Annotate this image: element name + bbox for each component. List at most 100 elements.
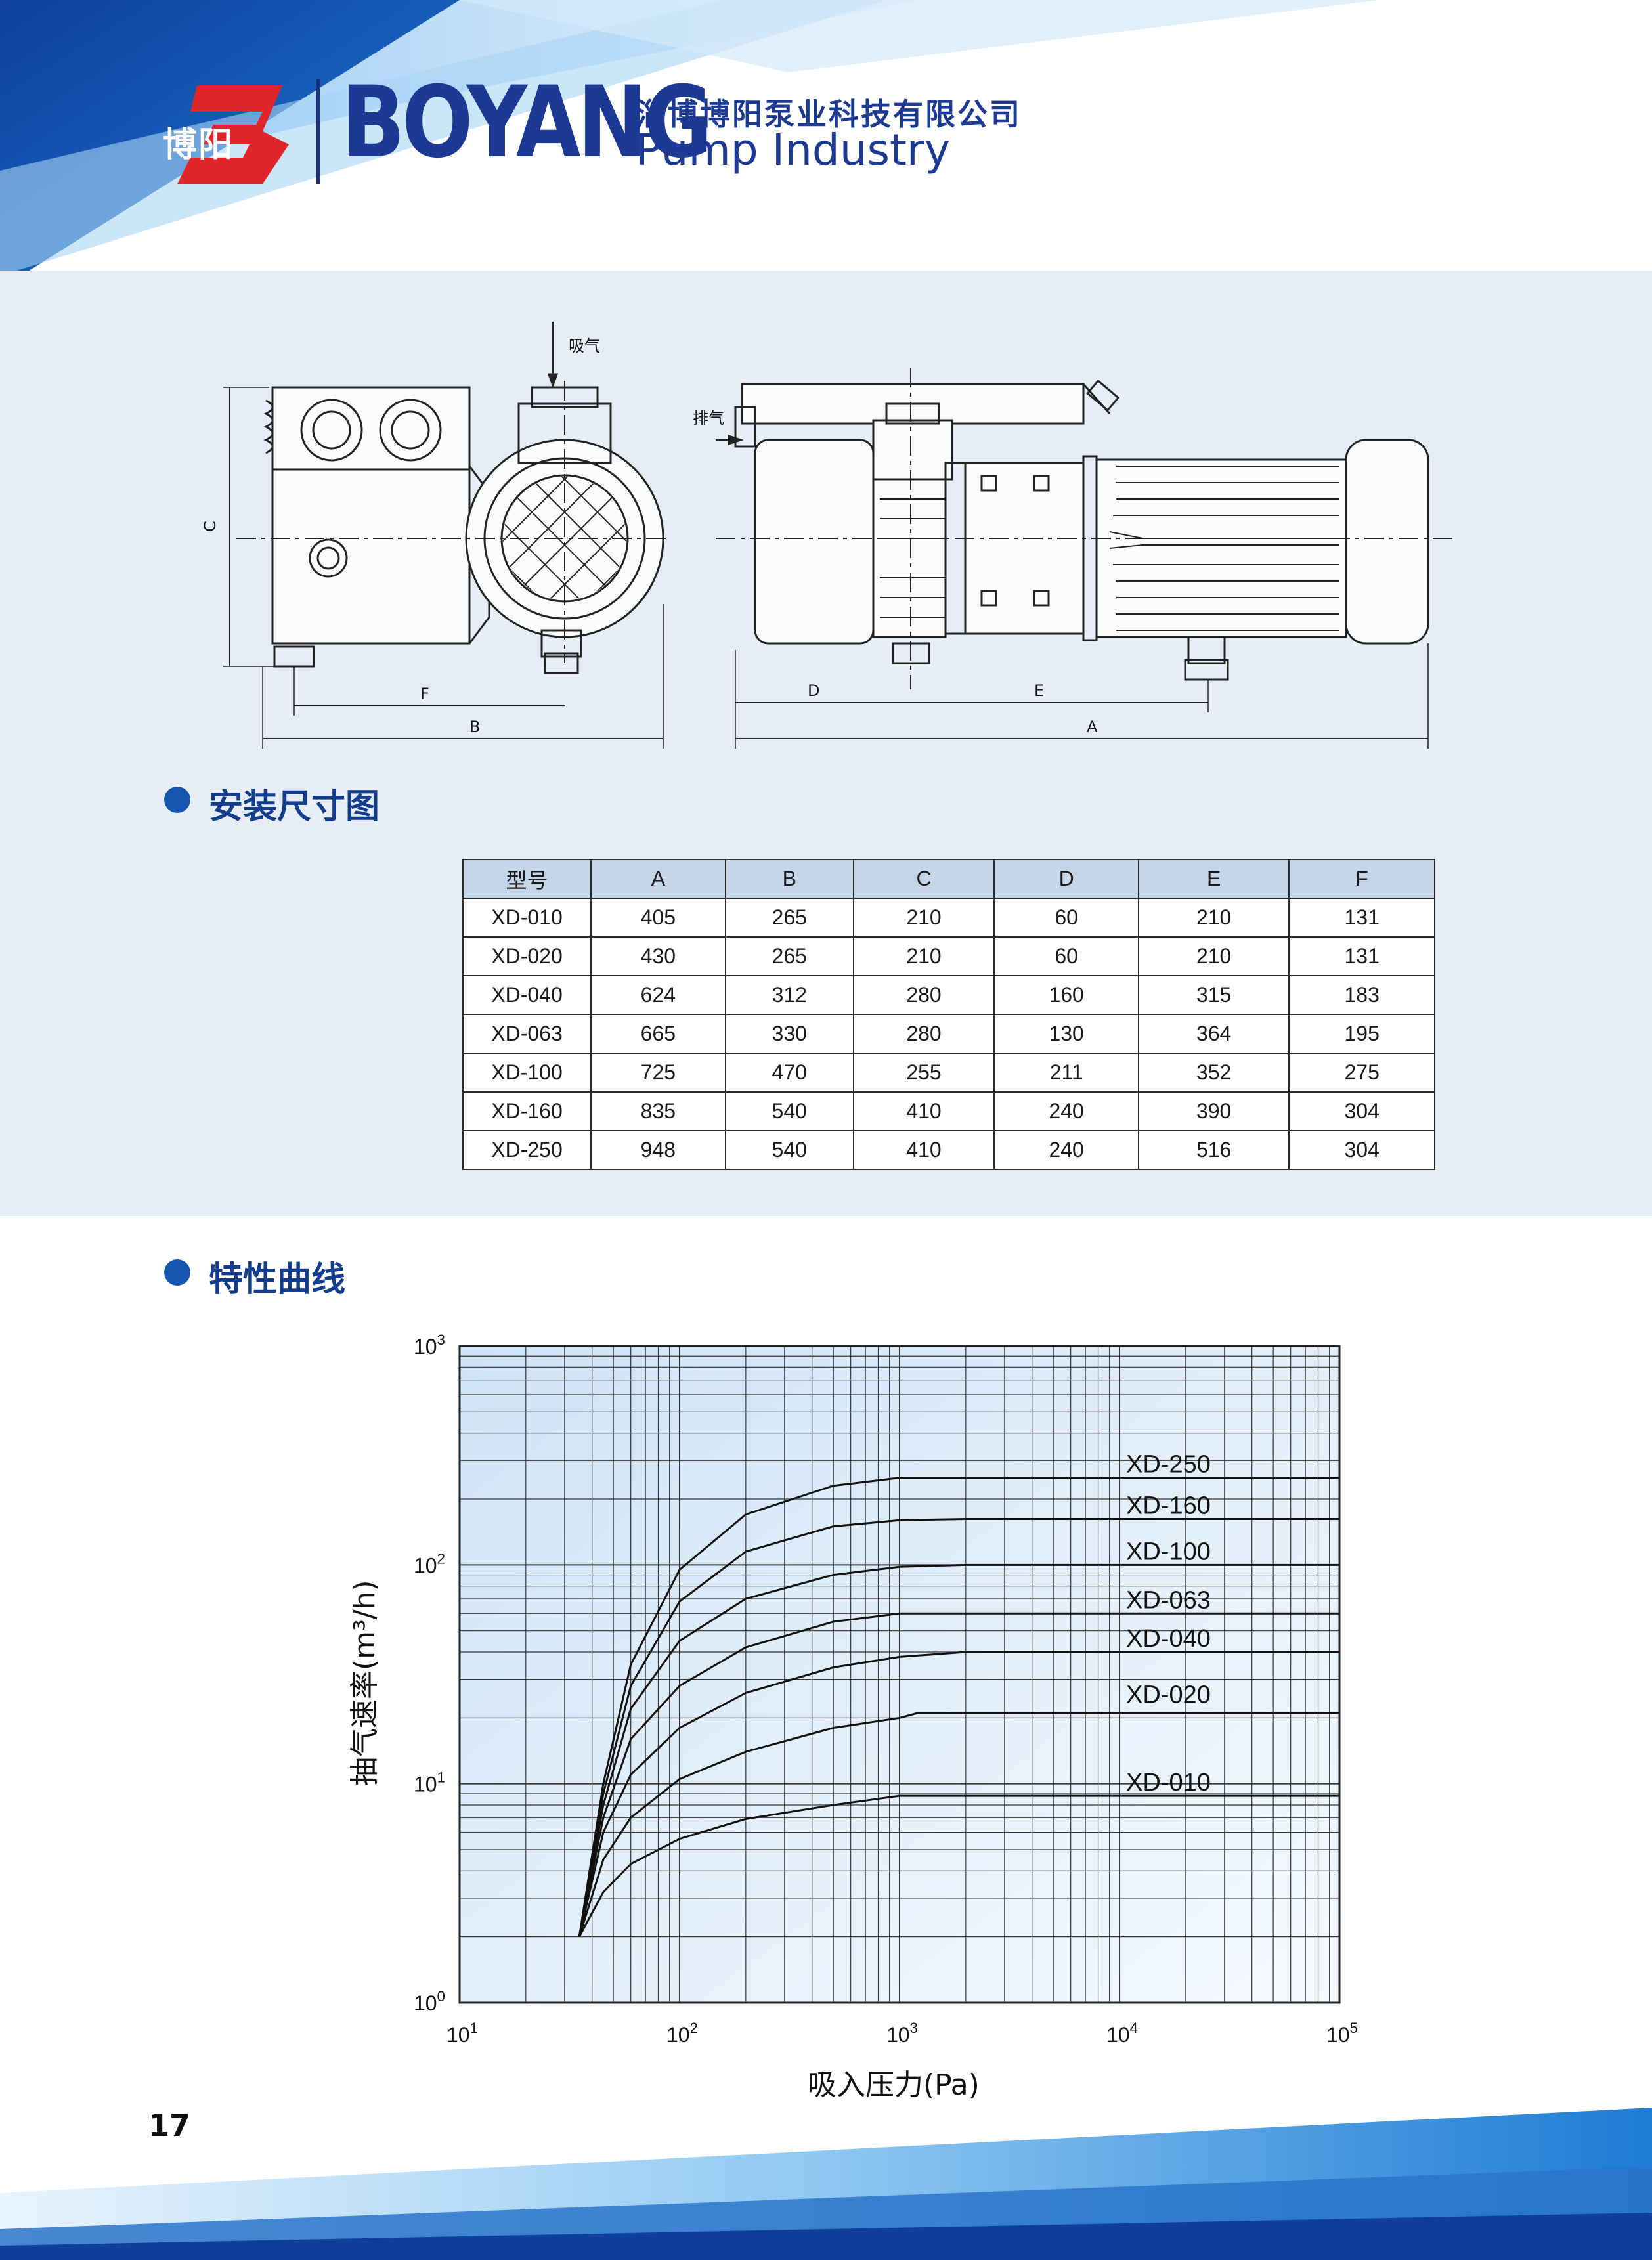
x-tick-label: 101 — [446, 2020, 478, 2047]
logo-divider — [316, 79, 320, 184]
series-label: XD-010 — [1126, 1769, 1211, 1796]
header-banner — [0, 0, 1652, 289]
logo-text: 博阳 — [163, 125, 234, 165]
dim-label-c: C — [201, 521, 219, 532]
column-header: F — [1288, 859, 1435, 899]
installation-drawing: 吸气 排气 C F B D E A — [201, 322, 1458, 749]
curve-xd-020 — [578, 1712, 1339, 1938]
company-name-en: Pump Industry — [636, 125, 951, 175]
dimension-cell: 725 — [590, 1053, 726, 1093]
dimension-cell: 240 — [993, 1091, 1139, 1131]
dimension-cell: 195 — [1288, 1014, 1435, 1054]
front-view — [716, 368, 1458, 749]
dimension-cell: 540 — [724, 1091, 854, 1131]
company-name-cn: 淄博博阳泵业科技有限公司 — [636, 97, 1022, 132]
curves-title: 特性曲线 — [209, 1260, 346, 1299]
series-label: XD-160 — [1126, 1492, 1211, 1519]
x-tick-label: 105 — [1326, 2020, 1358, 2047]
dimension-cell: 280 — [852, 1014, 995, 1054]
dimension-cell: 265 — [724, 936, 854, 976]
dimension-cell: 430 — [590, 936, 726, 976]
curve-xd-160 — [578, 1517, 1339, 1937]
dimension-cell: 210 — [1137, 936, 1290, 976]
brand-name: BOYANG — [341, 66, 713, 180]
y-tick-label: 101 — [414, 1770, 445, 1796]
model-cell: XD-063 — [462, 1014, 592, 1054]
series-label: XD-020 — [1126, 1681, 1211, 1708]
dimension-cell: 131 — [1288, 898, 1435, 938]
curve-xd-100 — [578, 1563, 1339, 1937]
dimension-cell: 275 — [1288, 1053, 1435, 1093]
column-header: B — [724, 859, 854, 899]
dimension-cell: 210 — [852, 936, 995, 976]
dimensions-title: 安装尺寸图 — [209, 787, 380, 827]
dimension-cell: 405 — [590, 898, 726, 938]
model-cell: XD-040 — [462, 975, 592, 1015]
dimension-cell: 60 — [993, 898, 1139, 938]
intake-label: 吸气 — [569, 337, 600, 355]
series-label: XD-040 — [1126, 1625, 1211, 1653]
model-cell: XD-250 — [462, 1130, 592, 1170]
column-header: D — [993, 859, 1139, 899]
dimension-cell: 410 — [852, 1130, 995, 1170]
dimension-cell: 255 — [852, 1053, 995, 1093]
dimension-cell: 211 — [993, 1053, 1139, 1093]
dimension-cell: 364 — [1137, 1014, 1290, 1054]
series-label: XD-063 — [1126, 1586, 1211, 1614]
dimension-cell: 390 — [1137, 1091, 1290, 1131]
curve-xd-063 — [578, 1612, 1339, 1937]
dimension-cell: 315 — [1137, 975, 1290, 1015]
series-label: XD-250 — [1126, 1451, 1211, 1479]
dimension-cell: 210 — [852, 898, 995, 938]
dimension-cell: 470 — [724, 1053, 854, 1093]
y-tick-label: 100 — [414, 1988, 445, 2015]
curve-xd-040 — [578, 1651, 1339, 1937]
column-header: E — [1137, 859, 1290, 899]
x-tick-label: 102 — [666, 2020, 698, 2047]
dim-label-a: A — [1087, 718, 1098, 736]
dimension-cell: 130 — [993, 1014, 1139, 1054]
side-view — [223, 322, 670, 749]
dim-label-e: E — [1034, 682, 1044, 700]
dimension-cell: 330 — [724, 1014, 854, 1054]
exhaust-label: 排气 — [693, 409, 724, 427]
dimension-cell: 948 — [590, 1130, 726, 1170]
y-tick-label: 102 — [414, 1550, 445, 1577]
x-tick-label: 104 — [1106, 2020, 1138, 2047]
dimension-cell: 240 — [993, 1130, 1139, 1170]
model-cell: XD-100 — [462, 1053, 592, 1093]
curve-xd-010 — [578, 1794, 1339, 1938]
curve-xd-250 — [578, 1477, 1339, 1937]
dimension-cell: 410 — [852, 1091, 995, 1131]
page-number: 17 — [148, 2108, 191, 2143]
characteristic-curve-chart: XD-250XD-160XD-100XD-063XD-040XD-020XD-0… — [348, 1332, 1358, 2102]
series-label: XD-100 — [1126, 1538, 1211, 1565]
dim-label-d: D — [808, 682, 819, 700]
dimension-cell: 265 — [724, 898, 854, 938]
dimension-cell: 540 — [724, 1130, 854, 1170]
x-axis-label: 吸入压力(Pa) — [808, 2068, 980, 2102]
dimension-cell: 183 — [1288, 975, 1435, 1015]
dimension-cell: 131 — [1288, 936, 1435, 976]
dimension-cell: 835 — [590, 1091, 726, 1131]
dimension-cell: 210 — [1137, 898, 1290, 938]
dim-label-f: F — [420, 685, 429, 703]
table-header-row: 型号 A B C D E F — [462, 859, 1435, 899]
column-header: A — [590, 859, 726, 899]
dimension-cell: 665 — [590, 1014, 726, 1054]
dimension-cell: 516 — [1137, 1130, 1290, 1170]
section-bullet-icon — [164, 787, 190, 813]
column-header: 型号 — [462, 859, 592, 899]
dimension-cell: 624 — [590, 975, 726, 1015]
model-cell: XD-010 — [462, 898, 592, 938]
footer-banner — [0, 2108, 1652, 2260]
section-bullet-icon — [164, 1259, 190, 1286]
